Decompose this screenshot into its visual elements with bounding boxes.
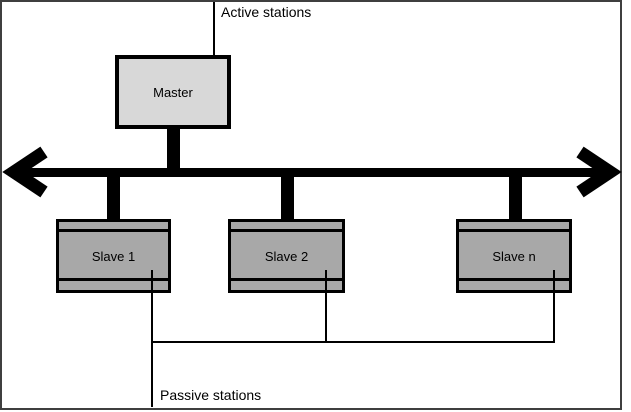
active-stations-label: Active stations xyxy=(221,4,312,20)
slave-bottom-divider xyxy=(231,278,342,281)
slave-bottom-divider xyxy=(59,278,168,281)
master-bus-connector xyxy=(167,128,180,169)
slave-node-n: Slave n xyxy=(456,219,572,293)
bus-arrow-right-icon xyxy=(576,146,622,198)
slave-top-divider xyxy=(459,229,569,232)
slave-label: Slave 1 xyxy=(91,248,136,264)
master-node: Master xyxy=(115,55,231,129)
slave-top-divider xyxy=(59,229,168,232)
slave2-passive-leader-line xyxy=(325,270,327,343)
slaven-bus-connector xyxy=(509,176,522,221)
slave-label: Slave n xyxy=(492,248,536,264)
slave-bottom-divider xyxy=(459,278,569,281)
slave-label: Slave 2 xyxy=(264,248,309,264)
slave-top-divider xyxy=(231,229,342,232)
passive-connector-line xyxy=(151,341,555,343)
active-stations-leader-line xyxy=(213,2,215,70)
slave1-passive-leader-line xyxy=(151,270,153,407)
slave-node-1: Slave 1 xyxy=(56,219,171,293)
slave2-bus-connector xyxy=(281,176,294,221)
bus-arrow-left-icon xyxy=(2,146,48,198)
master-label: Master xyxy=(153,84,193,100)
slave1-bus-connector xyxy=(107,176,120,221)
slaven-passive-leader-line xyxy=(553,270,555,343)
slave-node-2: Slave 2 xyxy=(228,219,345,293)
bus-line xyxy=(20,168,612,177)
passive-stations-label: Passive stations xyxy=(160,387,262,403)
